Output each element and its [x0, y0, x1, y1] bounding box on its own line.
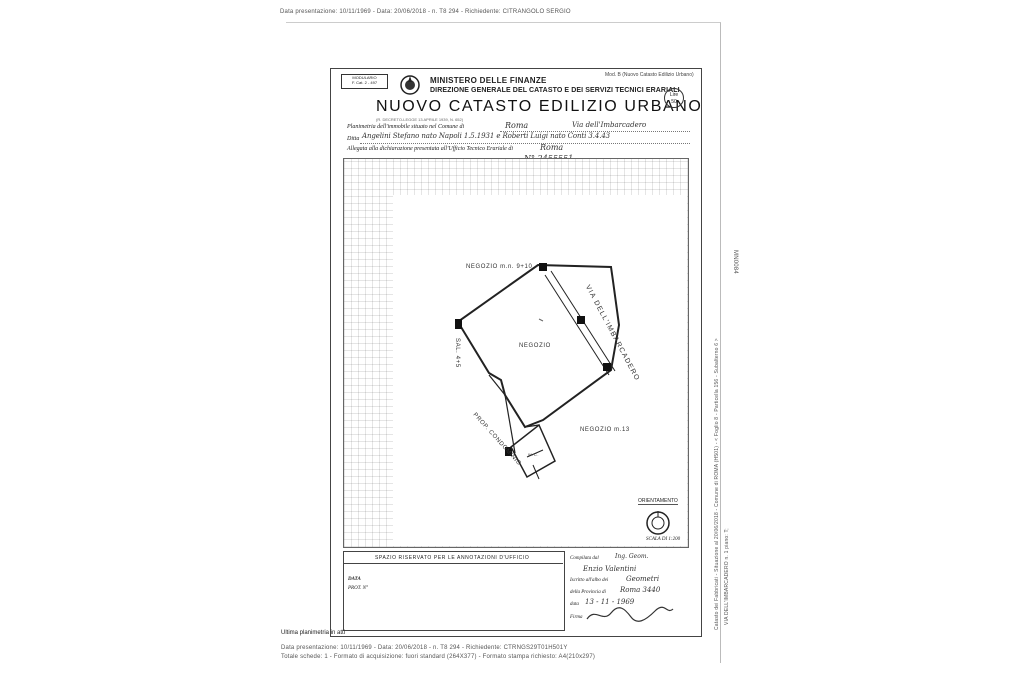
allegata-value: Roma: [540, 143, 564, 152]
province-value: Roma 3440: [620, 586, 661, 594]
lire-badge: Lire 50: [664, 88, 684, 108]
pillar-wc: [505, 447, 512, 456]
signature-label: Firma: [570, 615, 583, 620]
label-main-room: NEGOZIO: [519, 343, 551, 349]
province-label: della Provincia di: [570, 590, 606, 595]
presentation-note: Data presentazione: 10/11/1969 - Data: 2…: [281, 645, 568, 651]
date-label: data: [570, 602, 579, 607]
allegata-label: Allegata alla dichiarazione presentata a…: [347, 146, 513, 152]
label-left: SAL. 4+5: [454, 338, 460, 368]
via-value: Via dell'Imbarcadero: [572, 121, 647, 129]
prot-label: PROT. N°: [348, 586, 368, 591]
pillar-bottom: [603, 363, 611, 371]
pillar-left: [455, 319, 462, 329]
document-sheet: [286, 22, 721, 663]
modulario-box: MODULARIO F. Cat. 2 - 497: [341, 74, 388, 89]
wc-room: [510, 423, 556, 479]
label-neg-bottom: NEGOZIO m.13: [580, 427, 630, 433]
front-wall: [542, 264, 612, 268]
plan-area: [393, 195, 687, 546]
signature-icon: [586, 606, 674, 622]
floor-plan: [455, 263, 621, 480]
comune-value: Roma: [505, 121, 529, 130]
side-catasto-note: Catasto dei Fabbricati - Situazione al 2…: [714, 338, 720, 630]
top-stamp: Data presentazione: 10/11/1969 - Data: 2…: [280, 9, 571, 15]
inscribed-label: Iscritto all'albo dei: [570, 578, 609, 583]
scale-label: SCALA DI 1:200: [646, 537, 681, 542]
ministry-name: MINISTERO DELLE FINANZE: [430, 76, 547, 85]
decree-note: (R. DECRETO-LEGGE 13 APRILE 1939, N. 652…: [376, 117, 464, 122]
side-address-note: VIA DELL'IMBARCADERO n. 1 piano: T;: [724, 528, 730, 625]
date-value: 13 - 11 - 1969: [585, 598, 635, 606]
pillar-top: [539, 263, 547, 271]
compiled-label: Compilata dal: [570, 556, 599, 561]
model-note: Mod. B (Nuovo Catasto Edilizio Urbano): [605, 72, 694, 78]
office-annotation-box: [343, 551, 565, 631]
side-mini-note: MN0084: [732, 250, 738, 274]
ditta-underline: [360, 143, 690, 144]
format-note: Totale schede: 1 - Formato di acquisizio…: [281, 654, 596, 660]
direction-name: DIREZIONE GENERALE DEL CATASTO E DEI SER…: [430, 87, 680, 94]
emblem-icon: [400, 75, 420, 95]
facade-inner: [544, 274, 610, 376]
compiled-value: Ing. Geom.: [615, 553, 649, 560]
office-space-label: SPAZIO RISERVATO PER LE ANNOTAZIONI D'UF…: [375, 555, 530, 561]
technician-name: Enzio Valentini: [583, 565, 637, 573]
last-plan-note: Ultima planimetria in atti: [281, 630, 346, 636]
ditta-value: Angelini Stefano nato Napoli 1.5.1931 e …: [362, 132, 611, 140]
ditta-label: Ditta: [347, 136, 360, 142]
label-wc: W.C.: [528, 452, 540, 457]
form-frame: [330, 68, 702, 637]
compass-icon: [646, 511, 670, 535]
comune-underline: [500, 131, 690, 132]
planimetria-label: Planimetria dell'immobile situato nel Co…: [347, 124, 465, 130]
label-neg-top: NEGOZIO m.n. 9+10: [466, 264, 533, 270]
pillar-mid: [577, 316, 585, 324]
data-label: DATA: [348, 577, 361, 582]
document-title: NUOVO CATASTO EDILIZIO URBANO: [376, 98, 703, 115]
inscribed-value: Geometri: [626, 575, 660, 583]
orientation-label: ORIENTAMENTO: [638, 498, 678, 505]
